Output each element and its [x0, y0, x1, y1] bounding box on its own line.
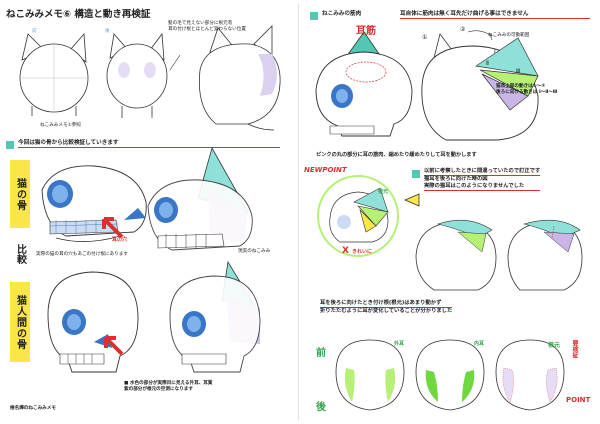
reference-label: ねこみみメモ①参照	[40, 123, 81, 128]
fix-marker	[412, 170, 420, 178]
roman-1: Ⅰ	[494, 48, 496, 55]
movable-label: ねこみみの可動範囲	[488, 33, 530, 38]
topdown-head-3	[495, 339, 565, 411]
section-marker	[6, 141, 14, 149]
head-back-sketch	[106, 32, 168, 118]
top-note-line-1: 髪の毛で見えない部分に根元有	[168, 21, 233, 26]
human-skull-plain	[47, 271, 139, 373]
move-line-1: 耳を後ろに向けたとき付け根(根元)はあまり動かず	[320, 300, 453, 308]
label-back-right: 後	[316, 402, 326, 413]
cat-skull-ear	[147, 146, 253, 251]
point-label: 要検証	[571, 340, 578, 358]
red-arrow-cat	[102, 217, 124, 239]
band-cat-bone: 猫の骨	[10, 160, 30, 228]
muscle-skull	[315, 31, 413, 137]
roman-3: Ⅲ	[516, 68, 521, 75]
head-perspective-sketch	[198, 25, 281, 131]
top-heads-illustration	[19, 25, 281, 131]
page-title: ねこみみメモ⑥ 構造と動き再検証	[6, 9, 151, 20]
top-note: 髪の毛で見えない部分に根元有 耳の付け根とほとんど変わらない位置	[168, 21, 246, 32]
side-heads	[415, 219, 583, 291]
hand-ear-muscle: 耳筋	[356, 26, 376, 37]
muscle-marker	[310, 12, 318, 20]
muscle-heading: ねこみみの筋肉	[322, 11, 362, 17]
outer-ear-label: 外耳	[394, 341, 405, 347]
topdown-head-1	[335, 339, 405, 411]
move-line-2: 折りたたむように耳が変化していることが分かりました	[320, 307, 453, 314]
fix-block: 以前に考察したときに間違っていたので訂正です 猫耳を後ろに向けた時の図 実際の猫…	[424, 168, 541, 191]
section-heading: 今回は猫の骨から比較検証していきます	[18, 140, 280, 149]
signature: 椎名燁のねこみみメモ	[10, 406, 56, 411]
hand-ear-hole: 耳の穴	[112, 237, 128, 243]
hand-root: 根元	[378, 189, 389, 195]
root-label: 根元	[548, 342, 561, 349]
num-1: ①	[422, 34, 428, 41]
topdown-heads	[335, 339, 565, 411]
fix-line-3: 実際の猫耳はこのようになりませんでした	[424, 183, 541, 191]
num-2: ②	[460, 26, 466, 33]
roman-2: Ⅱ	[486, 60, 489, 67]
topdown-head-2	[415, 339, 485, 411]
caption-reality: 現実のねこみみ	[238, 249, 271, 254]
fix-line-2: 猫耳を後ろに向けた時の図	[424, 175, 488, 182]
mark-x: X	[342, 246, 349, 256]
band-compare: 比較	[14, 244, 26, 264]
point-word: POINT	[566, 396, 591, 404]
page-divider	[298, 4, 299, 420]
fix-line-1: 以前に考察したときに間違っていたので訂正です	[424, 168, 541, 176]
red-arrow-human	[104, 336, 124, 356]
label-back: 後	[105, 29, 110, 34]
legend-note: ■ 水色の部分が実際目に見える外耳、耳質 紫の部分が根元の空洞になります	[124, 381, 213, 392]
label-front: 前	[32, 29, 37, 34]
range-head	[421, 30, 539, 141]
cat-skull-plain	[41, 165, 147, 242]
yellow-arrow	[403, 193, 420, 207]
move-note: 耳を後ろに向けたとき付け根(根元)はあまり動かず 折りたたむように耳が変化してい…	[320, 300, 453, 315]
head-front-sketch	[19, 33, 89, 116]
new-point-circle	[317, 175, 399, 257]
legend-line-2: 紫の部分が根元の空洞になります	[124, 386, 193, 392]
inner-ear-label: 内耳	[474, 341, 485, 347]
new-point-label: NEWPOINT	[304, 166, 347, 174]
top-note-line-2: 耳の付け根とほとんど変わらない位置	[168, 26, 246, 32]
range-note-line-2: 後ろに向ける動きは Ⅰ～Ⅱ～Ⅲ	[496, 89, 558, 95]
range-note: 猫耳上部の動きは①～② 後ろに向ける動きは Ⅰ～Ⅱ～Ⅲ	[496, 84, 557, 95]
caption-cat-skull: 実際の猫の耳の穴もあごの付け根にあります	[36, 252, 128, 257]
range-note-line-1: 猫耳上部の動きは①～②	[496, 84, 546, 89]
muscle-note: 耳自体に筋肉は無く耳先だけ曲げる事はできません	[400, 11, 590, 20]
pink-note: ピンクの丸の部分に耳の筋肉、縮めたり緩めたりして耳を動かします	[316, 152, 477, 158]
mark-x-label: きれいに	[352, 249, 373, 255]
human-skull-ear	[169, 260, 261, 373]
label-front-right: 前	[316, 348, 326, 359]
band-human-bone: 猫人間の骨	[10, 282, 30, 362]
legend-line-1: ■ 水色の部分が実際目に見える外耳、耳質	[124, 381, 213, 386]
